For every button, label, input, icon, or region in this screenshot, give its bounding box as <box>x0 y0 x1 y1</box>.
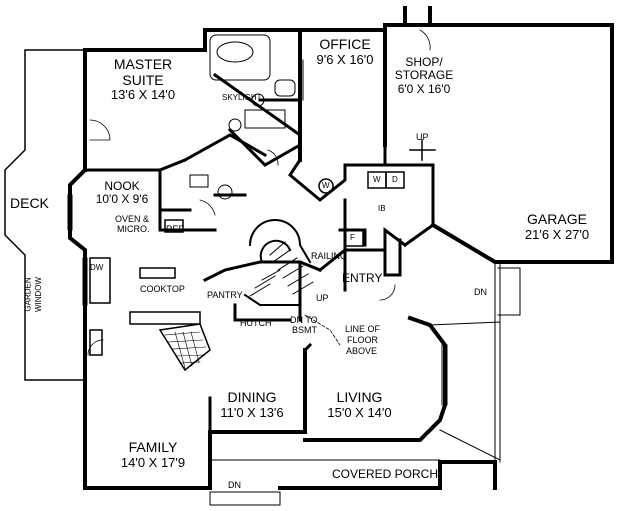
shop-dims: 6'0 X 16'0 <box>397 81 451 96</box>
master-dims: 13'6 X 14'0 <box>110 87 176 103</box>
floor-above-line <box>304 314 341 346</box>
floor-above-label-3: ABOVE <box>346 346 378 356</box>
garage-up-label: UP <box>416 132 429 142</box>
ref-label: REF <box>166 224 184 234</box>
deck-outline <box>4 49 86 381</box>
living-name: LIVING <box>336 389 383 405</box>
washer-label-2: W <box>373 175 381 184</box>
office-name: OFFICE <box>319 36 371 52</box>
dryer-label: D <box>392 175 398 184</box>
garage-name: GARAGE <box>527 211 587 227</box>
room-deck: DECK <box>10 195 49 211</box>
cooktop-label: COOKTOP <box>140 284 185 294</box>
skylight-label: SKYLIGHT <box>222 93 262 102</box>
hutch-label: HUTCH <box>240 318 272 328</box>
bath-fixtures <box>189 34 296 200</box>
room-dining: DINING 11'0 X 13'6 <box>206 389 298 420</box>
dn-bsmt-label-2: BSMT <box>292 325 318 335</box>
dn-bsmt-label-1: DN TO <box>290 315 318 325</box>
shop-name-1: SHOP/ <box>405 55 443 69</box>
kitchen <box>89 219 211 372</box>
laundry <box>318 139 436 247</box>
nook-dims: 10'0 X 9'6 <box>95 192 149 207</box>
shop-name-2: STORAGE <box>394 68 454 83</box>
pantry-label: PANTRY <box>207 290 243 300</box>
island-hatch <box>164 331 207 369</box>
oven-label-2: MICRO. <box>117 224 150 234</box>
dining-name: DINING <box>227 389 277 405</box>
room-family: FAMILY 14'0 X 17'9 <box>108 439 198 470</box>
room-office: OFFICE 9'6 X 16'0 <box>305 36 385 67</box>
floor-above-label-2: FLOOR <box>347 335 379 345</box>
master-name-1: MASTER <box>113 56 173 72</box>
staircase <box>243 219 312 306</box>
washer-label: W <box>322 181 330 190</box>
garden-window-label-2: WINDOW <box>34 276 44 313</box>
stair-treads <box>249 241 314 297</box>
garden-window-label-1: GARDEN <box>23 277 33 312</box>
nook-name: NOOK <box>104 179 140 193</box>
room-entry: ENTRY <box>342 271 383 285</box>
dishwasher-label: DW <box>90 263 104 272</box>
room-covered-porch: COVERED PORCH <box>332 467 439 481</box>
door-swings <box>87 29 431 356</box>
garage-dims: 21'6 X 27'0 <box>524 226 590 242</box>
oven-label-1: OVEN & <box>115 214 150 224</box>
stair-up-label: UP <box>316 293 329 303</box>
room-nook: NOOK 10'0 X 9'6 <box>82 179 162 207</box>
office-dims: 9'6 X 16'0 <box>316 51 374 67</box>
railing-label: RAILING <box>311 251 348 261</box>
family-name: FAMILY <box>128 439 178 455</box>
floor-above-label-1: LINE OF <box>345 324 381 334</box>
ironing-board-label: IB <box>378 204 386 213</box>
windows <box>67 49 448 406</box>
living-dims: 15'0 X 14'0 <box>327 404 392 420</box>
room-master-suite: MASTER SUITE 13'6 X 14'0 <box>93 56 193 103</box>
porch-lines <box>209 261 521 506</box>
porch-dn-bottom-label: DN <box>228 480 241 490</box>
room-garage: GARAGE 21'6 X 27'0 <box>502 211 612 242</box>
room-living: LIVING 15'0 X 14'0 <box>312 389 407 420</box>
freezer-label: F <box>350 233 355 242</box>
master-name-2: SUITE <box>122 71 164 88</box>
dining-dims: 11'0 X 13'6 <box>220 404 284 420</box>
family-dims: 14'0 X 17'9 <box>120 454 186 470</box>
porch-dn-right-label: DN <box>474 287 487 297</box>
room-shop-storage: SHOP/ STORAGE 6'0 X 16'0 <box>388 55 460 96</box>
